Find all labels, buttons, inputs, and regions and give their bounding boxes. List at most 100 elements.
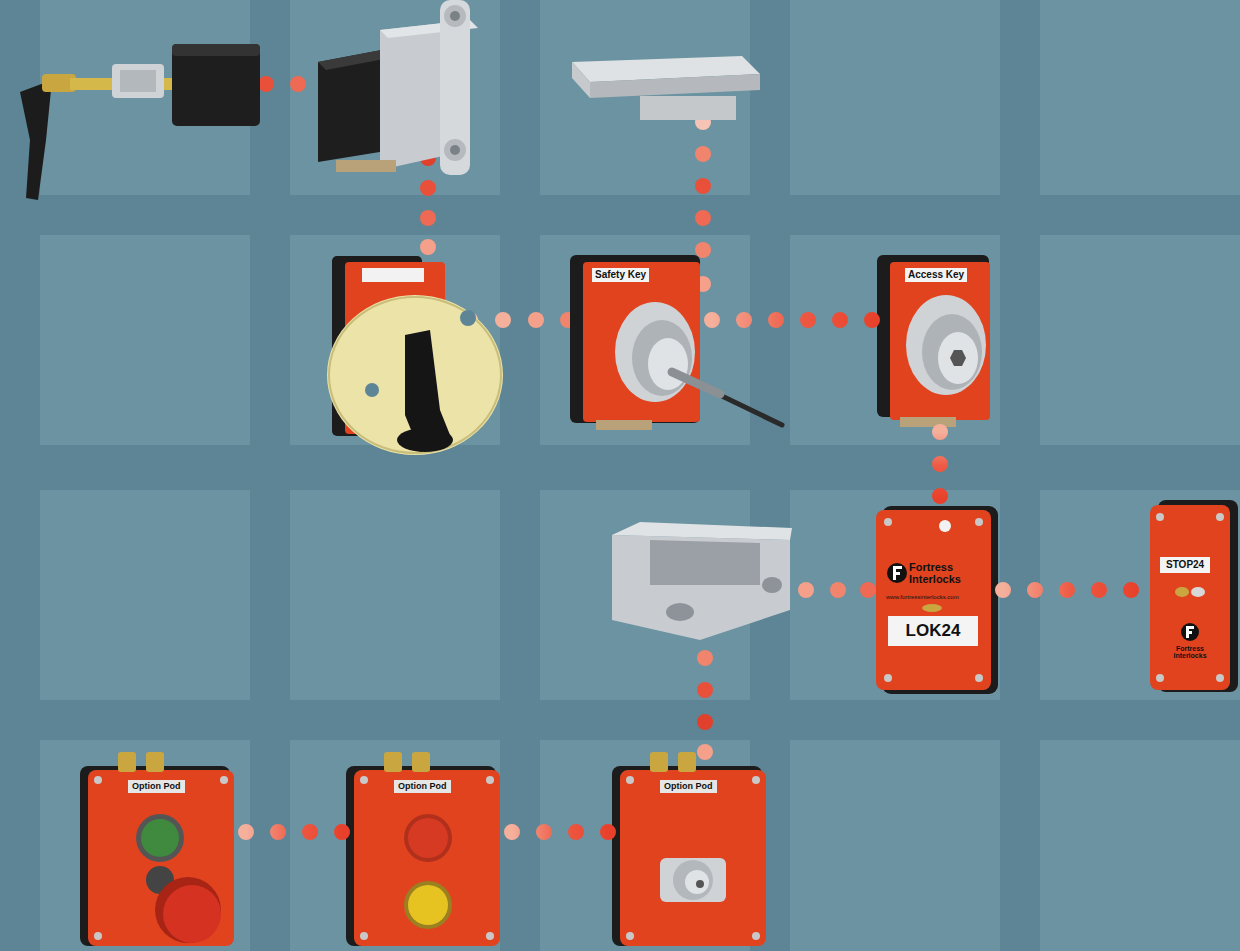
safety-key-module-part <box>648 338 688 390</box>
link-dots-part <box>697 682 713 698</box>
bracket-part <box>612 535 790 640</box>
stop24-housing-part <box>1186 626 1194 629</box>
grid-squares-part <box>40 740 250 951</box>
access-key-module-part <box>922 314 982 390</box>
link-dots-part <box>695 146 711 162</box>
hinge-part <box>336 160 396 172</box>
dotted-connector <box>246 824 344 840</box>
option-pod-1-part <box>88 770 234 946</box>
safety-key-module-part <box>570 255 700 423</box>
safety-key-module: Safety Key <box>583 262 700 422</box>
option-pod-2-part <box>486 932 494 940</box>
stop24-housing-part <box>1181 623 1199 641</box>
option-pod-1-part <box>94 932 102 940</box>
stop24-housing-part <box>1186 631 1192 634</box>
rotary-switch <box>327 256 503 455</box>
option-pod-2-part <box>360 932 368 940</box>
rotary-switch-part <box>365 383 379 397</box>
link-dots-part <box>695 178 711 194</box>
lok24-housing-part <box>893 566 902 569</box>
option-pod-1-part <box>136 814 184 862</box>
option-pod-2-part <box>404 814 452 862</box>
grid-squares-part <box>790 0 1000 195</box>
lok24-housing-part <box>887 563 907 583</box>
clamp-handle-part <box>20 80 52 200</box>
option-pod-1-part <box>220 776 228 784</box>
link-dots-part <box>860 582 876 598</box>
module-label: Option Pod <box>660 780 717 793</box>
grid-squares-part <box>790 740 1000 951</box>
option-pod-2-part <box>486 776 494 784</box>
dotted-connector <box>712 312 880 328</box>
stop24-housing <box>1150 500 1238 692</box>
stop24-housing-part <box>1156 674 1164 682</box>
clamp-handle-part <box>112 64 164 98</box>
link-dots-part <box>830 582 846 598</box>
option-pod-2-part <box>408 818 448 858</box>
grid-squares-part <box>1040 235 1240 445</box>
link-dots-part <box>420 180 436 196</box>
option-pod-3 <box>612 752 766 946</box>
link-dots-part <box>695 210 711 226</box>
option-pod-1-part <box>118 752 136 772</box>
module-label: Option Pod <box>128 780 185 793</box>
lok24-housing-part <box>893 572 900 575</box>
grid-squares-part <box>790 235 1000 445</box>
clamp-handle-part <box>172 44 260 56</box>
option-pod-3-part <box>752 776 760 784</box>
option-pod-2-part <box>412 752 430 772</box>
option-pod-3-part <box>685 870 709 894</box>
bracket-part <box>666 603 694 621</box>
safety-key-module-part <box>615 302 695 402</box>
stop24-housing-part <box>1150 505 1230 690</box>
rotary-switch-part <box>460 310 476 326</box>
option-pod-1-part <box>155 877 221 943</box>
option-pod-1-part <box>141 819 179 857</box>
stop24-housing-part <box>1156 513 1164 521</box>
module-label: Fortress Interlocks <box>1166 645 1214 660</box>
stop24-housing-part <box>1216 674 1224 682</box>
stop24-housing-part <box>1191 587 1205 597</box>
option-pod-3-part <box>673 860 713 900</box>
option-pod-1-part <box>146 752 164 772</box>
safety-key-module-part <box>672 372 720 394</box>
safety-key-module <box>570 255 782 430</box>
option-pod: Option Pod <box>88 770 234 946</box>
link-dots-part <box>798 582 814 598</box>
grid-squares-part <box>290 0 500 195</box>
safety-key-module-part <box>632 320 692 396</box>
option-pod-2-part <box>354 770 500 946</box>
module-label: Option Pod <box>394 780 451 793</box>
grid-squares-part <box>290 740 500 951</box>
module-label: Access Key <box>905 268 967 282</box>
module-label: www.fortressinterlocks.com <box>886 594 959 601</box>
link-dots-part <box>695 242 711 258</box>
hinge-part <box>440 0 470 175</box>
option-pod-2 <box>346 752 500 946</box>
access-key-module: Access Key <box>890 262 990 420</box>
hinge <box>318 0 478 175</box>
option-pod-3-part <box>626 932 634 940</box>
access-key-module-part <box>900 417 956 427</box>
hinge-part <box>450 145 460 155</box>
link-dots-part <box>290 76 306 92</box>
bracket-part <box>612 522 792 540</box>
safety-key-module-part <box>596 420 652 430</box>
option-pod-2-part <box>360 776 368 784</box>
access-key-module-part <box>950 350 966 366</box>
grid-squares-part <box>40 235 250 445</box>
lok24-housing-part <box>975 518 983 526</box>
link-dots-part <box>528 312 544 328</box>
grid-squares-part <box>540 235 750 445</box>
clamp-handle-part <box>120 70 156 92</box>
rotary-switch-part <box>327 295 503 455</box>
option-pod: Option Pod <box>354 770 500 946</box>
module-label: STOP24 <box>1160 557 1210 573</box>
lok24-housing-part <box>876 510 991 690</box>
rotary-switch-part <box>397 428 453 452</box>
option-pod-2-part <box>408 885 448 925</box>
access-key-module <box>877 255 990 427</box>
